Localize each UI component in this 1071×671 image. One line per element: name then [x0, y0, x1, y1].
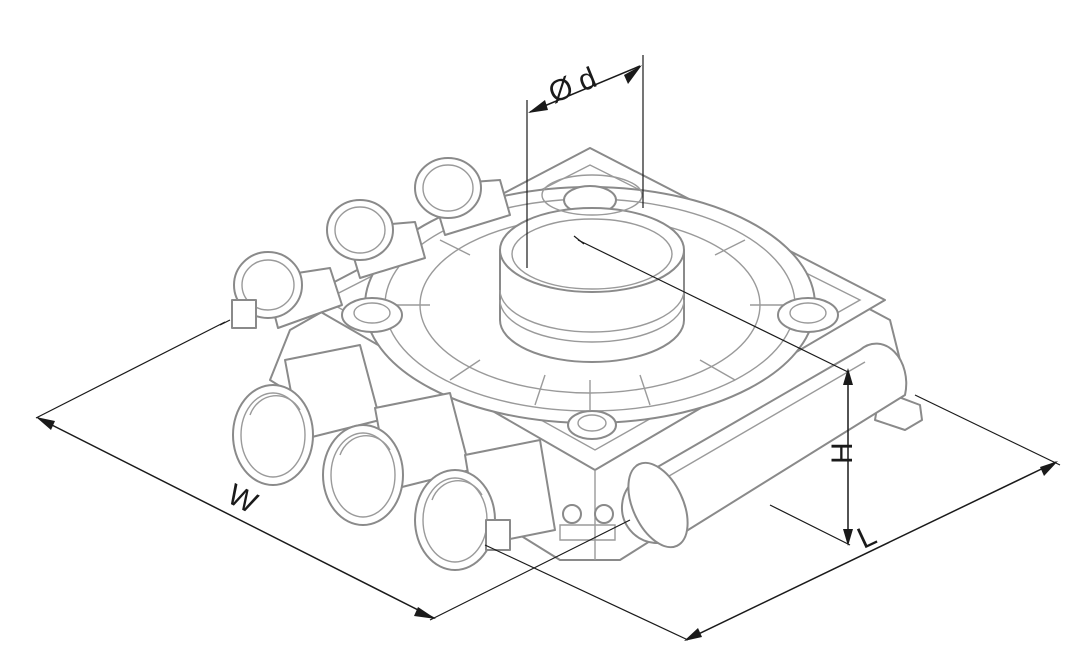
back-connectors [231, 157, 511, 329]
label-length: L [852, 519, 881, 556]
front-connectors [232, 344, 556, 571]
label-diameter: Ø d [544, 61, 601, 110]
center-axis-line [577, 239, 849, 373]
corner-boss-right [777, 297, 839, 333]
corner-boss-left [341, 297, 403, 333]
radial-ribs [395, 239, 790, 410]
oval-outlet [621, 342, 908, 549]
dimension-height: H [769, 368, 859, 546]
central-spigot [499, 174, 685, 363]
label-height: H [826, 442, 859, 464]
